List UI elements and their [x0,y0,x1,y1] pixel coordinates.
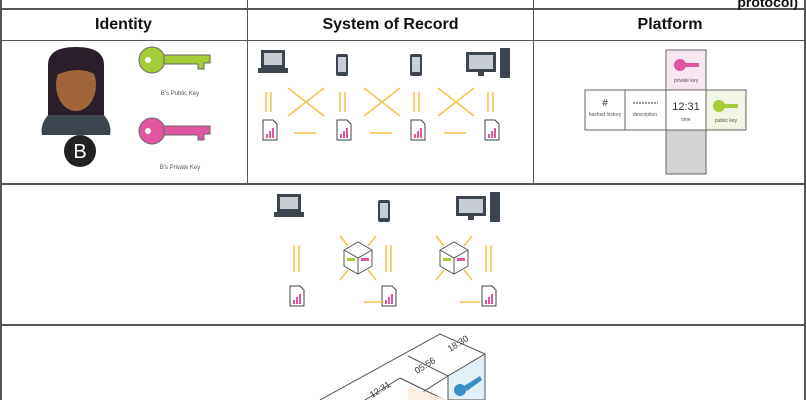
protocol-text: protocol) [737,0,798,10]
block-chain-illustration: 12:31 05:56 18:30 [319,333,486,400]
arrow-icon [435,235,445,247]
column-divider [247,0,248,184]
table-border [0,8,806,10]
system-of-record-illustration [258,48,510,141]
platform-block-diagram: private key # hashed history description… [584,49,747,175]
arrow-icon [363,87,401,117]
arrow-icon [435,269,445,281]
description-label: description [633,112,657,118]
avatar-letter: B [73,141,86,163]
blockchain-network-illustration [274,192,500,307]
arrow-icon [339,269,349,281]
public-key-label: public key [715,118,738,124]
table-border [0,324,806,326]
private-key-label: private key [674,78,699,84]
table-border [804,0,806,400]
identity-illustration: B B's Public Key B's Private Key [41,46,211,171]
arrow-icon [463,235,473,247]
arrow-icon [339,235,349,247]
public-key-label: B's Public Key [161,91,199,97]
header-identity: Identity [95,15,152,33]
header-platform: Platform [637,15,703,33]
table-border [0,40,806,41]
hashed-history-label: hashed history [589,112,622,118]
header-system-of-record: System of Record [322,15,459,33]
private-key-label: B's Private Key [160,165,201,171]
private-key-icon [138,117,211,145]
table-border [0,183,806,185]
person-avatar-icon: B [41,47,111,167]
time-value: 12:31 [672,101,700,113]
arrow-icon [367,235,377,247]
arrow-icon [437,87,475,117]
table-border [0,0,2,400]
public-key-icon [138,46,211,74]
arrow-icon [367,269,377,281]
column-divider [533,0,534,184]
time-label: time [681,117,691,123]
hash-symbol: # [602,98,608,109]
arrow-icon [463,269,473,281]
arrow-icon [287,87,325,117]
